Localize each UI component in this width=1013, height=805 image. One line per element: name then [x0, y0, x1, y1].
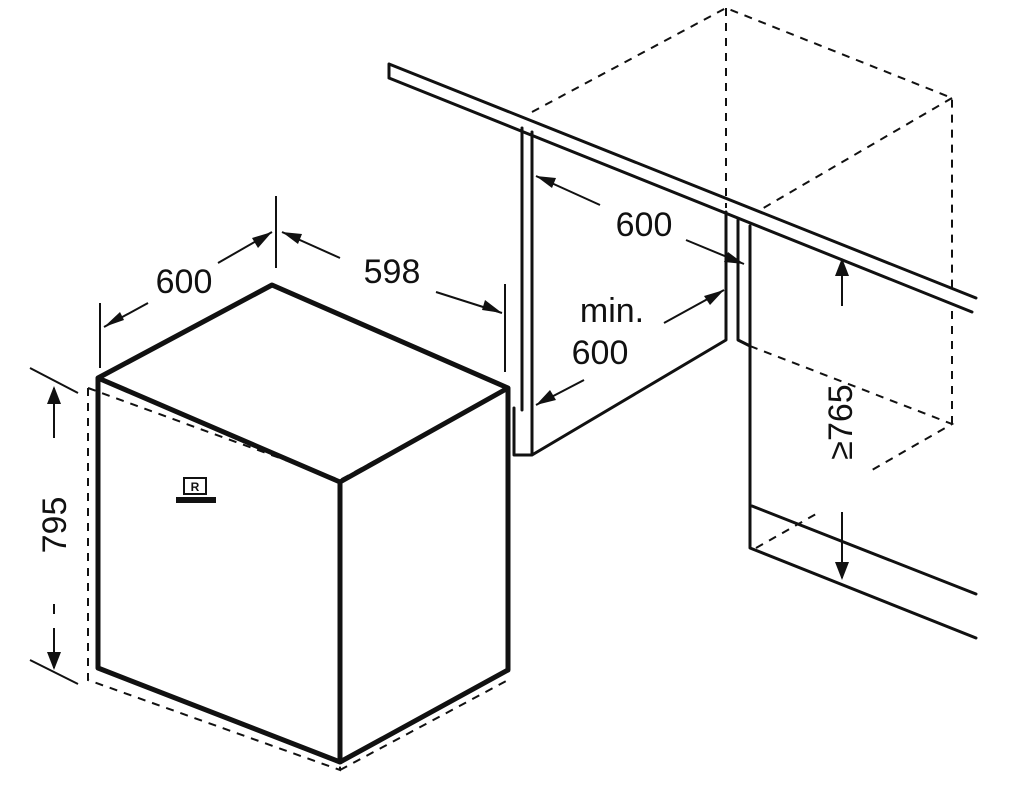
dim-unit-depth: 600 [99, 196, 277, 368]
arrow-head [482, 300, 502, 313]
dim-unit-height: 795 [29, 367, 79, 685]
dim-label: ≥765 [822, 384, 860, 459]
dim-label-min: min. [580, 292, 644, 330]
arrow-head [536, 176, 556, 188]
dim-label: 600 [156, 263, 213, 301]
countertop [387, 62, 978, 314]
niche-back-outline [531, 6, 955, 549]
arrow-head [104, 312, 124, 327]
appliance-side [338, 388, 511, 765]
arrow-head [282, 232, 302, 244]
dim-niche-depth: 600 [535, 175, 745, 265]
arrow-head [724, 252, 744, 264]
ext-line [29, 659, 79, 685]
dim-label: 598 [364, 253, 421, 291]
dim-niche-min-width: min. 600 [535, 289, 725, 406]
appliance-front [95, 378, 343, 765]
dim-label: 600 [616, 206, 673, 244]
arrow-head [835, 258, 849, 276]
right-cabinet-wall [736, 218, 978, 640]
appliance-top [95, 282, 511, 485]
arrow-head [704, 290, 724, 305]
arrow-head [835, 562, 849, 580]
ext-line [29, 367, 79, 394]
left-cabinet-wall [512, 126, 728, 457]
dim-label: 600 [572, 334, 629, 372]
svg-text:R: R [191, 480, 200, 494]
installation-niche [387, 6, 978, 640]
dim-niche-height: ≥765 [822, 258, 860, 580]
arrow-head [252, 232, 272, 248]
dim-unit-width: 598 [281, 231, 506, 372]
appliance-box: R [87, 282, 511, 772]
arrow-head [47, 652, 61, 670]
door-panel-outline [87, 387, 509, 772]
dim-label: 795 [36, 497, 74, 554]
brand-logo: R [176, 477, 216, 503]
arrow-head [536, 390, 556, 405]
arrow-head [47, 386, 61, 404]
